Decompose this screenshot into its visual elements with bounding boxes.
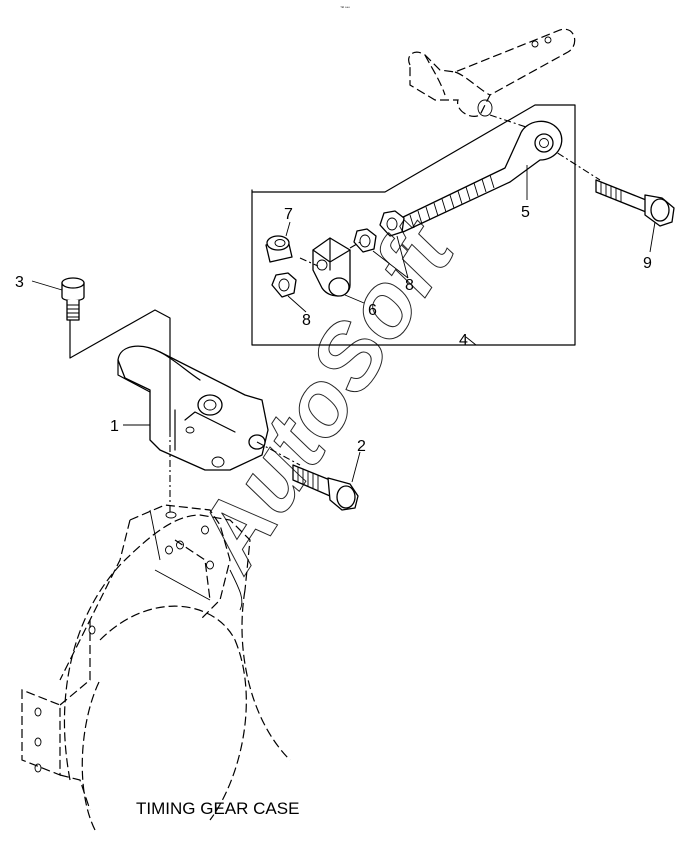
callout-9: 9 [643,255,652,272]
nuts-part-8-right [353,210,405,253]
timing-gear-case [21,504,291,831]
callout-7: 7 [284,206,293,223]
callout-6: 6 [368,302,377,319]
bolt-part-9 [595,179,675,227]
callout-5: 5 [521,204,530,221]
caption-timing-gear-case: TIMING GEAR CASE [136,799,299,818]
block-part-6 [299,237,363,297]
callout-8-right: 8 [405,277,414,294]
header-mark: ™ *** [340,5,350,10]
callout-8-left: 8 [302,312,311,329]
bracket-part-1 [117,345,269,471]
callout-2: 2 [357,438,366,455]
callout-leaders [31,165,656,483]
bolt-part-3 [61,277,85,321]
lever-outline [408,28,576,117]
nut-part-8-left [271,272,297,298]
callout-1: 1 [110,418,119,435]
rod-part-5 [396,120,563,233]
callout-3: 3 [15,274,24,291]
sleeve-part-7 [265,235,293,263]
bolt-part-2 [292,464,359,511]
callout-4: 4 [459,332,468,349]
